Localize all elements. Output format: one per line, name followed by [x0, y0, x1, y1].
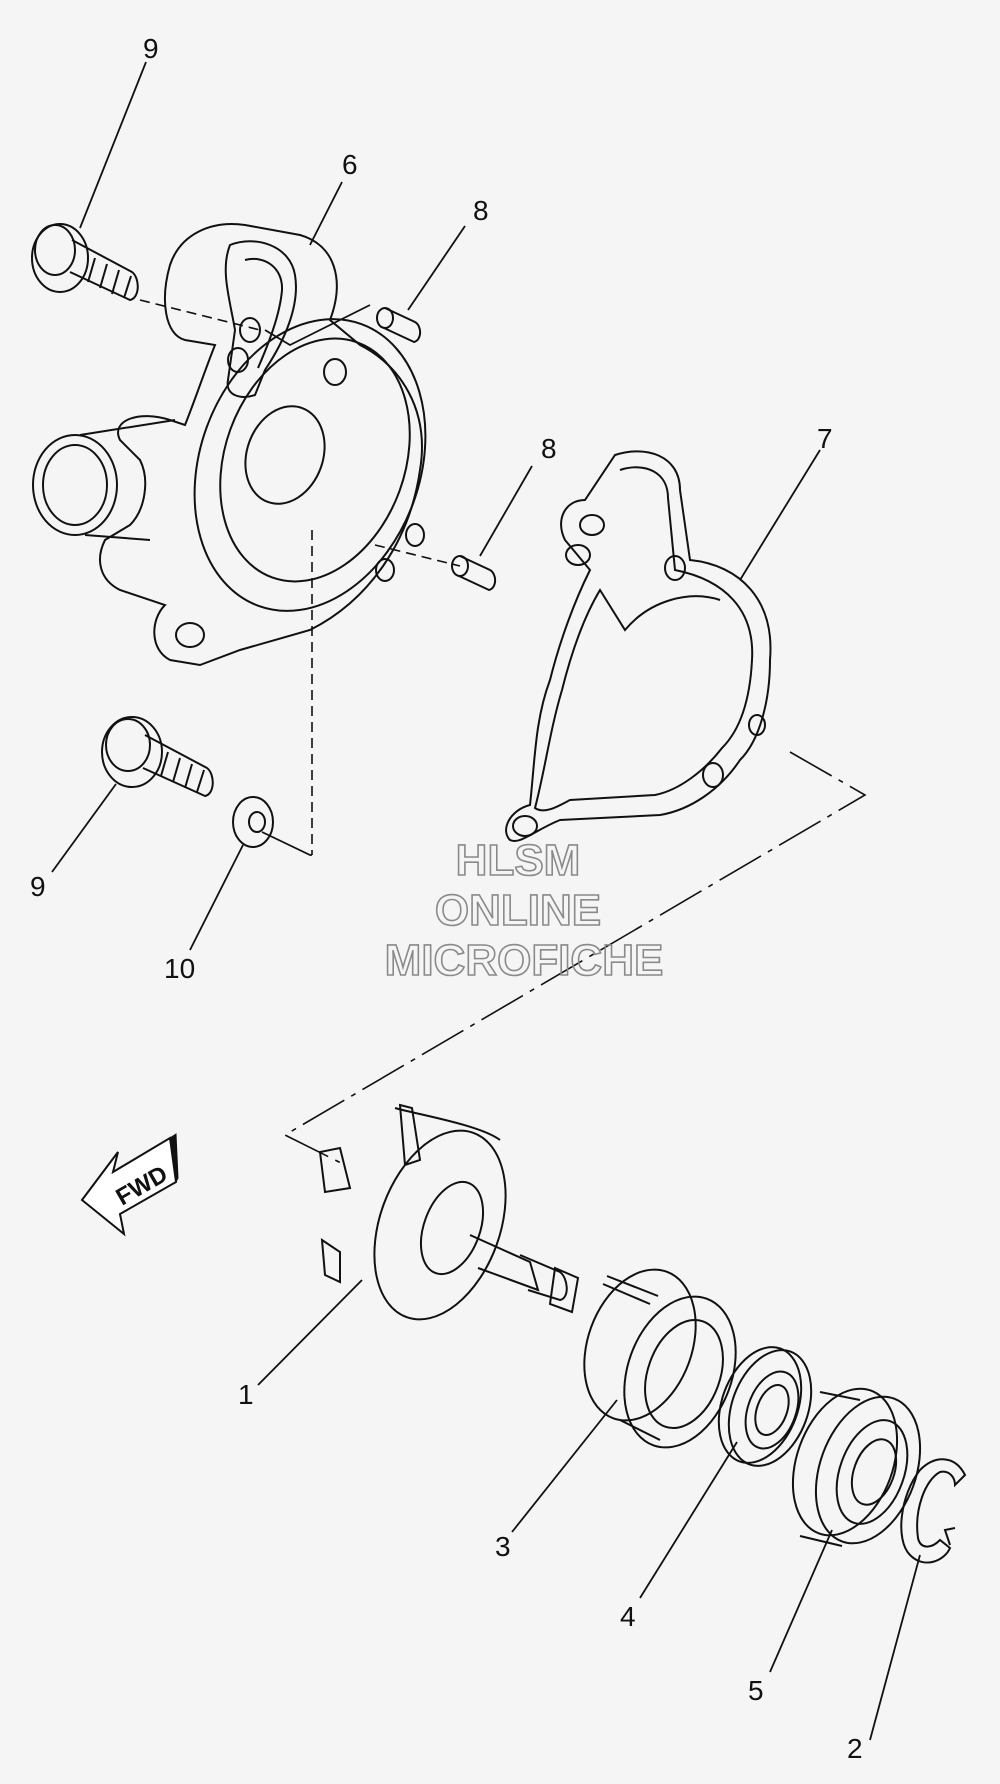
callout-part-6: 6 — [342, 149, 358, 180]
watermark: HLSM ONLINE MICROFICHE — [384, 835, 664, 986]
watermark-line-1: HLSM — [456, 836, 581, 885]
gasket — [505, 450, 772, 842]
washer — [232, 796, 274, 848]
callout-part-9-upper: 9 — [143, 33, 159, 64]
dowel-pin-upper — [376, 307, 422, 344]
callout-part-10: 10 — [164, 953, 195, 984]
pump-housing — [32, 223, 427, 667]
oil-seal — [583, 1268, 737, 1449]
callout-part-3: 3 — [495, 1531, 511, 1562]
dowel-pin-lower — [451, 555, 497, 592]
callout-part-8-lower: 8 — [541, 433, 557, 464]
callout-part-4: 4 — [620, 1601, 636, 1632]
watermark-line-2: ONLINE — [435, 886, 601, 935]
callout-part-2: 2 — [847, 1733, 863, 1764]
callout-part-9-lower: 9 — [30, 871, 46, 902]
circlip — [900, 1458, 967, 1564]
leader-lines — [51, 61, 921, 1741]
fwd-arrow: FWD — [80, 1133, 179, 1237]
bearing-large — [791, 1387, 922, 1547]
callout-part-7: 7 — [817, 423, 833, 454]
alignment-lines — [139, 299, 867, 1166]
callout-part-5: 5 — [748, 1675, 764, 1706]
impeller-shaft — [318, 1103, 580, 1321]
flange-bolt-lower — [101, 716, 214, 798]
flange-bolt-upper — [31, 223, 139, 302]
callout-part-8-upper: 8 — [473, 195, 489, 226]
watermark-line-3: MICROFICHE — [385, 936, 664, 985]
bearing-small — [717, 1346, 813, 1467]
callout-part-1: 1 — [238, 1379, 254, 1410]
callouts: 9 6 8 8 7 9 10 1 3 4 5 2 — [30, 33, 863, 1764]
